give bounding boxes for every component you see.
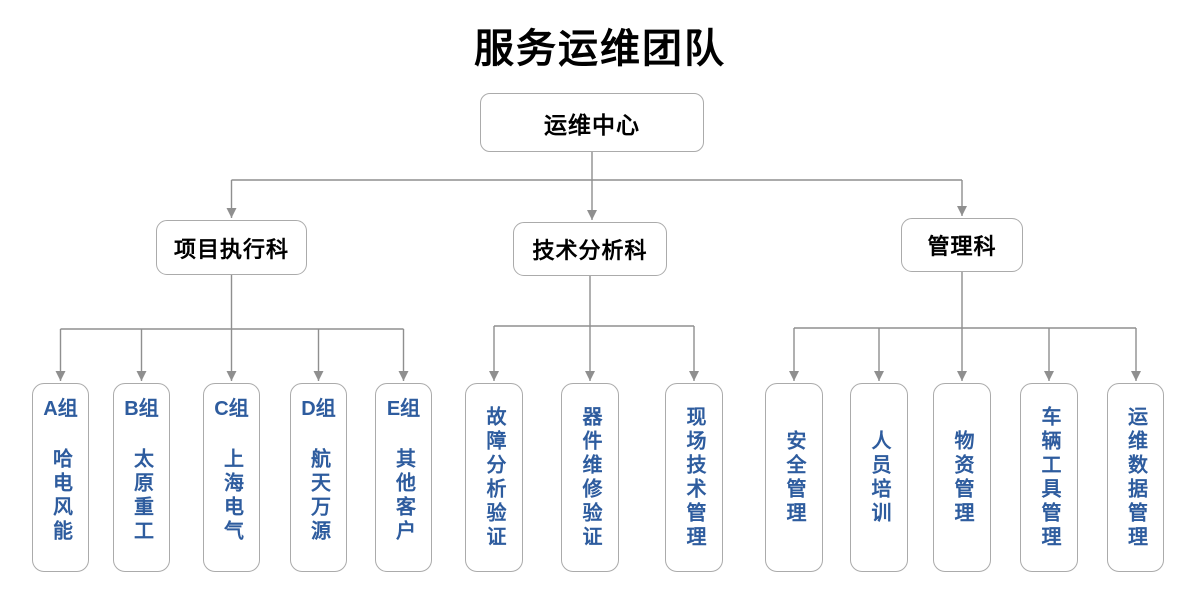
leaf-name: 上海电气 [220,448,243,544]
node-section-management: 管理科 [901,218,1023,272]
leaf-name: 器件维修验证 [579,405,601,550]
node-om-data-management: 运维数据管理 [1107,383,1164,572]
leaf-group-label: E组 [386,398,421,420]
node-label: 管理科 [927,234,997,259]
node-group-e: E组 其他客户 [375,383,432,572]
leaf-name: 人员培训 [868,429,890,526]
leaf-name: 安全管理 [783,429,805,526]
node-group-c: C组 上海电气 [203,383,260,572]
leaf-group-label: B组 [124,398,159,420]
node-safety-management: 安全管理 [765,383,823,572]
node-material-management: 物资管理 [933,383,991,572]
leaf-group-label: C组 [214,398,249,420]
leaf-name: 哈电风能 [49,448,72,544]
chart-title: 服务运维团队 [474,27,726,71]
node-onsite-tech-management: 现场技术管理 [665,383,723,572]
node-label: 技术分析科 [532,238,648,263]
node-section-technical-analysis: 技术分析科 [513,222,667,276]
node-group-d: D组 航天万源 [290,383,347,572]
leaf-name: 航天万源 [307,448,330,544]
leaf-name: 车辆工具管理 [1038,405,1060,550]
leaf-name: 物资管理 [951,429,973,526]
leaf-name: 运维数据管理 [1124,405,1147,550]
node-label: 运维中心 [544,111,640,138]
leaf-name: 故障分析验证 [483,405,505,550]
node-label: 项目执行科 [173,236,289,262]
leaf-name: 现场技术管理 [683,405,705,550]
node-personnel-training: 人员培训 [850,383,908,572]
node-group-a: A组 哈电风能 [32,383,89,572]
leaf-group-label: D组 [301,398,336,420]
node-section-project-execution: 项目执行科 [156,220,307,275]
leaf-group-label: A组 [43,398,78,420]
node-operations-center: 运维中心 [480,93,704,152]
node-component-repair-verification: 器件维修验证 [561,383,619,572]
leaf-name: 其他客户 [392,448,415,544]
node-group-b: B组 太原重工 [113,383,170,572]
node-fault-analysis-verification: 故障分析验证 [465,383,523,572]
leaf-name: 太原重工 [130,448,153,544]
node-vehicle-tool-management: 车辆工具管理 [1020,383,1078,572]
